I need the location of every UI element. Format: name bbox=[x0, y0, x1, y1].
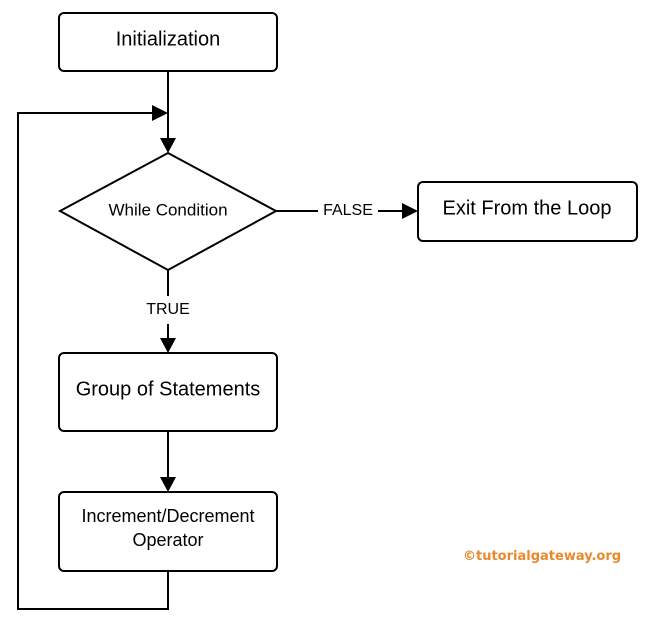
increment-node: Increment/Decrement Operator bbox=[58, 491, 278, 572]
increment-label-line2: Operator bbox=[132, 530, 203, 550]
initialization-label: Initialization bbox=[116, 28, 221, 50]
increment-label-line1: Increment/Decrement bbox=[81, 506, 254, 526]
false-label: FALSE bbox=[323, 202, 373, 219]
arrow-into-exit bbox=[402, 203, 418, 219]
while-condition-node: While Condition bbox=[57, 151, 279, 272]
group-statements-label: Group of Statements bbox=[76, 378, 261, 400]
group-statements-node: Group of Statements bbox=[58, 352, 278, 432]
while-condition-label: While Condition bbox=[108, 200, 227, 219]
arrow-into-condition bbox=[160, 138, 176, 153]
arrow-into-statements bbox=[160, 338, 176, 353]
exit-loop-label: Exit From the Loop bbox=[443, 197, 612, 219]
watermark-text: ©tutorialgateway.org bbox=[463, 549, 622, 564]
edge-loop-back bbox=[17, 112, 169, 610]
increment-box bbox=[58, 491, 278, 572]
exit-loop-box bbox=[417, 181, 638, 242]
true-label: TRUE bbox=[146, 301, 190, 318]
arrow-into-increment bbox=[160, 477, 176, 492]
arrow-loop-back bbox=[152, 105, 168, 121]
exit-loop-node: Exit From the Loop bbox=[417, 181, 638, 242]
initialization-node: Initialization bbox=[58, 12, 278, 72]
